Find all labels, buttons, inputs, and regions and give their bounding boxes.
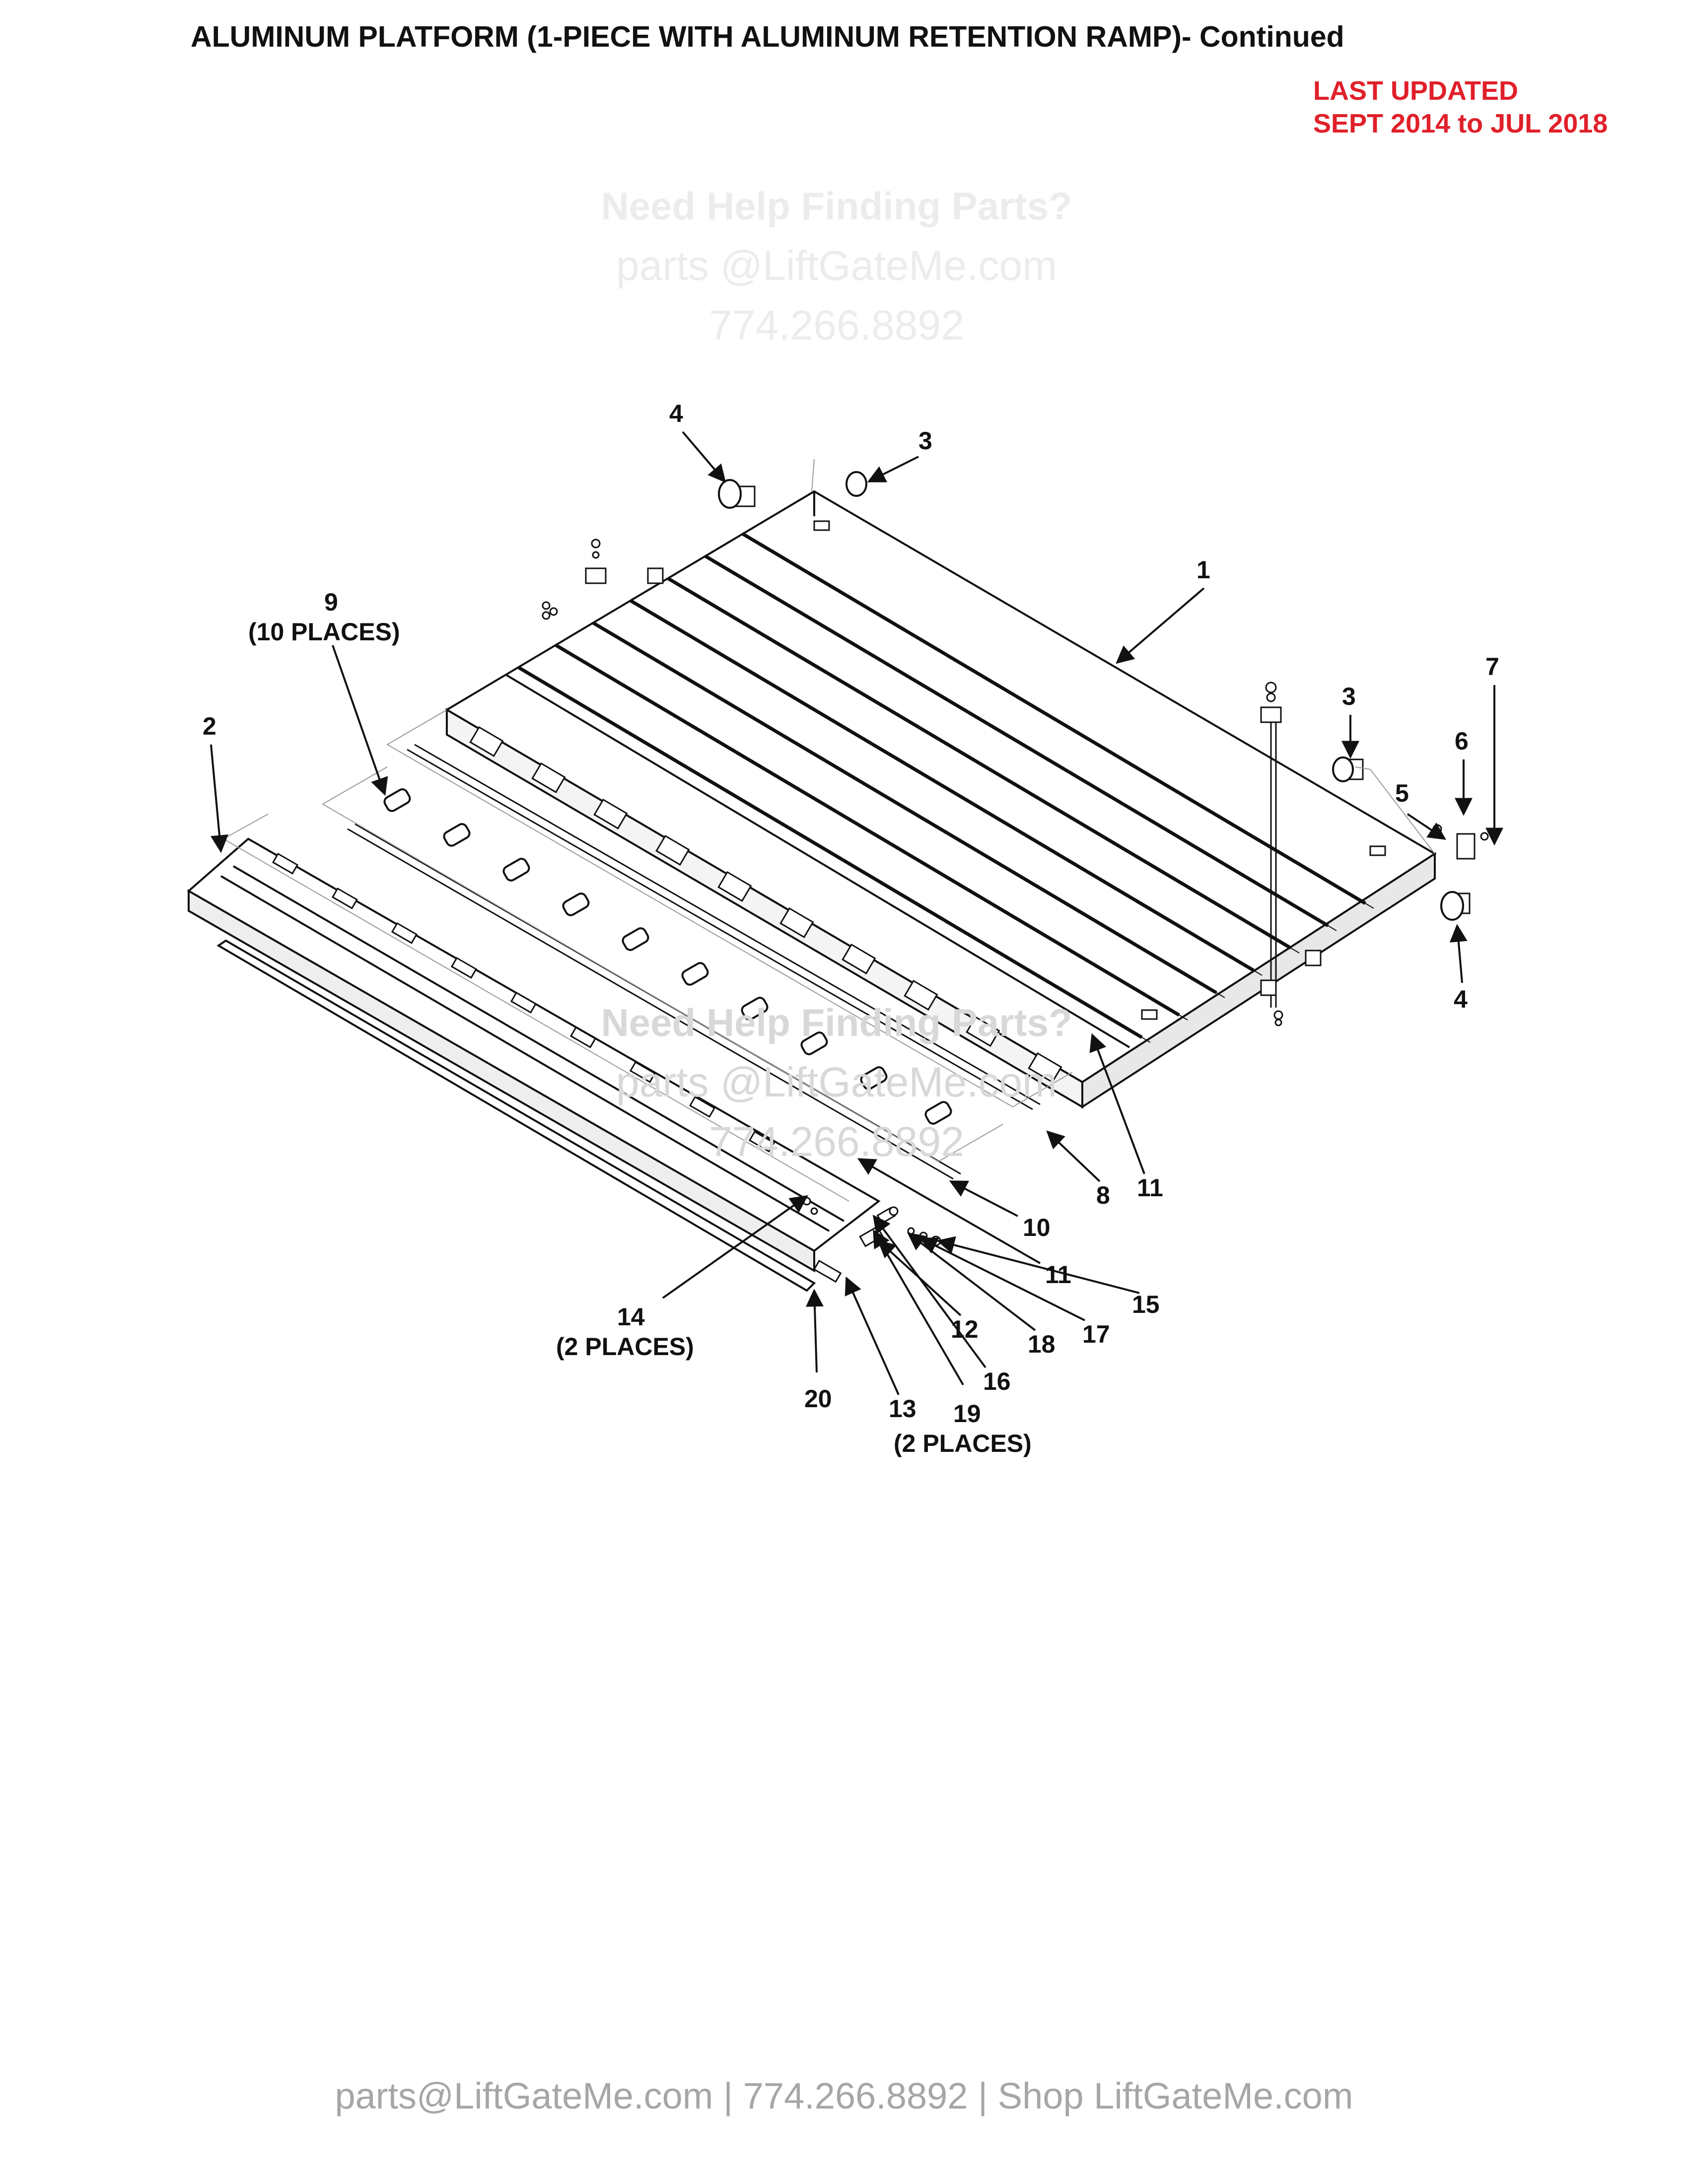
- callout-16: 16: [983, 1367, 1011, 1395]
- callout-3-right: 3: [1342, 682, 1356, 710]
- platform-deck-rib-shadows: [527, 538, 1374, 1043]
- callout-19: 19: [953, 1400, 981, 1428]
- callout-19-note: (2 PLACES): [894, 1430, 1032, 1457]
- callout-9-note: (10 PLACES): [248, 618, 400, 646]
- callout-3-top: 3: [918, 427, 932, 455]
- last-updated-note: LAST UPDATED SEPT 2014 to JUL 2018: [1313, 74, 1608, 140]
- assembly-guide-lines: [222, 459, 1435, 1202]
- callout-17: 17: [1082, 1320, 1110, 1348]
- callout-12: 12: [951, 1315, 979, 1343]
- callout-6: 6: [1455, 727, 1469, 755]
- watermark-top: Need Help Finding Parts? parts @LiftGate…: [464, 176, 1209, 355]
- callout-4-right: 4: [1454, 985, 1468, 1013]
- callout-leaders: [210, 431, 1503, 1395]
- retaining-bar: [216, 939, 816, 1292]
- callout-1: 1: [1196, 556, 1210, 584]
- watermark-email-mid: parts @LiftGateMe.com: [616, 1059, 1057, 1105]
- callout-5: 5: [1395, 779, 1409, 807]
- callout-8: 8: [1096, 1181, 1110, 1209]
- watermark-phone: 774.266.8892: [709, 302, 964, 348]
- bushings: [718, 471, 1464, 921]
- last-updated-range: SEPT 2014 to JUL 2018: [1313, 109, 1608, 138]
- watermark-email: parts @LiftGateMe.com: [616, 242, 1057, 289]
- callout-14: 14: [617, 1303, 645, 1331]
- callout-4-top: 4: [669, 400, 683, 427]
- callout-2: 2: [203, 712, 216, 740]
- callout-11-lower: 11: [1045, 1261, 1071, 1289]
- page-title: ALUMINUM PLATFORM (1-PIECE WITH ALUMINUM…: [191, 20, 1344, 53]
- ramp-hinge-knuckles: [272, 852, 775, 1153]
- callout-14-note: (2 PLACES): [556, 1333, 694, 1361]
- callout-18: 18: [1028, 1330, 1055, 1358]
- watermark-phone-mid: 774.266.8892: [709, 1118, 964, 1165]
- callout-20: 20: [804, 1385, 832, 1413]
- callout-15: 15: [1132, 1291, 1160, 1318]
- watermark-heading: Need Help Finding Parts?: [601, 184, 1072, 228]
- callout-7: 7: [1485, 653, 1499, 681]
- callout-13: 13: [889, 1395, 916, 1423]
- callout-10: 10: [1023, 1214, 1051, 1241]
- watermark-heading-mid: Need Help Finding Parts?: [601, 1001, 1072, 1044]
- callout-9: 9: [324, 588, 338, 616]
- footer-contact: parts@LiftGateMe.com | 774.266.8892 | Sh…: [335, 2075, 1353, 2116]
- watermark-middle: Need Help Finding Parts? parts @LiftGate…: [464, 993, 1209, 1171]
- last-updated-label: LAST UPDATED: [1313, 76, 1518, 106]
- ramp: [187, 837, 881, 1273]
- platform-hinge-knuckles: [469, 726, 1062, 1084]
- spacer-blocks: [383, 788, 952, 1125]
- callout-11-upper: 11: [1137, 1174, 1163, 1202]
